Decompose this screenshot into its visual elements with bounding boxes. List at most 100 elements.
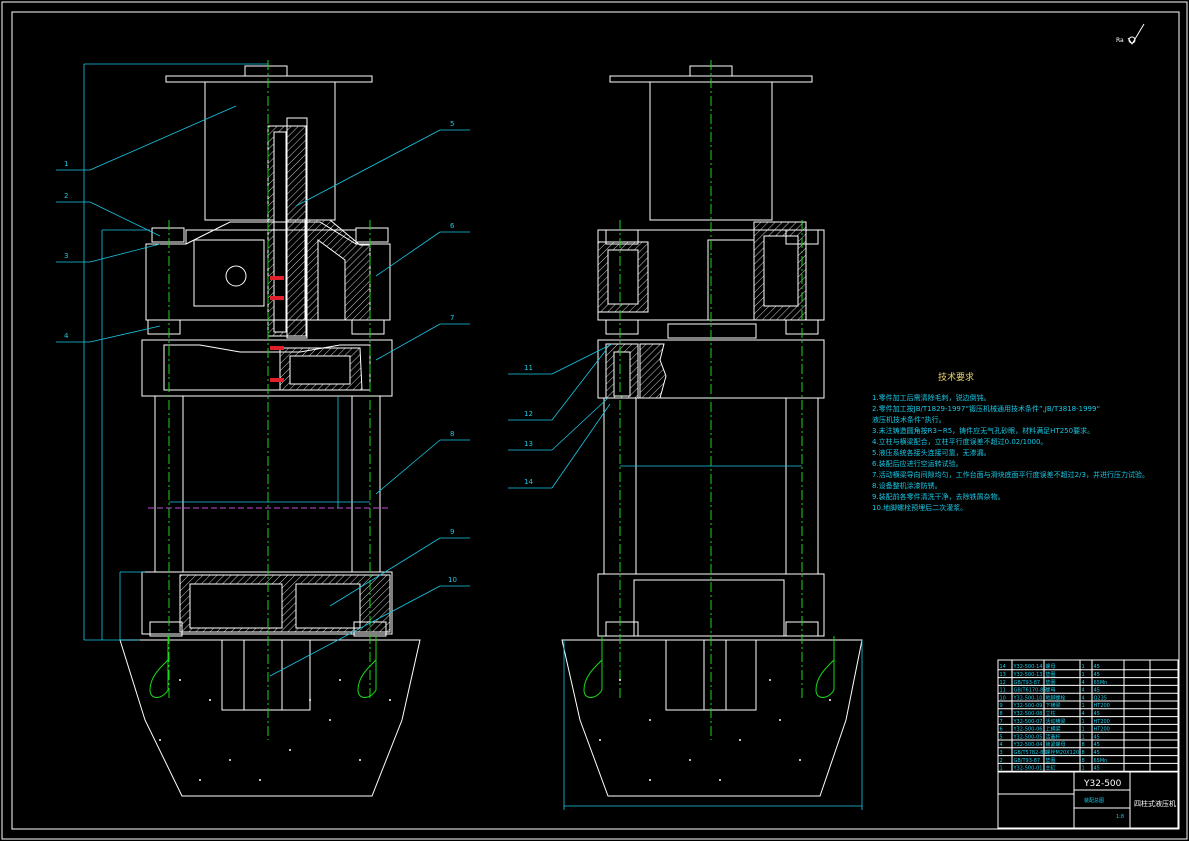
- bom-cell: 8: [1082, 758, 1085, 764]
- mid-callout-numbers: 11 12 13 14: [524, 364, 533, 486]
- tech-req-line: 8.设备整机涂漆防锈。: [872, 481, 942, 490]
- bom-cell: 9: [1000, 703, 1003, 709]
- sheet-frame: [11, 11, 1180, 830]
- bom-cell: 45: [1094, 742, 1100, 748]
- bom-cell: 4: [1000, 742, 1003, 748]
- bom-cell: 7: [1000, 719, 1003, 725]
- bom-cell: 地脚螺栓: [1046, 694, 1066, 701]
- bom-cell: 上横梁: [1046, 726, 1061, 733]
- bom-cell: 下横梁: [1046, 702, 1061, 709]
- bom-cell: 10: [1000, 695, 1006, 701]
- bom-cell: 1: [1000, 766, 1003, 772]
- bom-cell: 8: [1000, 711, 1003, 717]
- callout-2: 2: [64, 192, 68, 200]
- bom-cell: HT200: [1094, 719, 1110, 725]
- bom-cell: 活塞杆: [1046, 733, 1061, 740]
- bom-cell: 8: [1082, 750, 1085, 756]
- bom-cell: Y32-500-04: [1013, 742, 1043, 748]
- bom-cell: 13: [1000, 672, 1006, 678]
- bom-cell: 主缸: [1046, 765, 1056, 772]
- callout-4: 4: [64, 332, 69, 340]
- tech-req-line: 6.装配后应进行空运转试验。: [872, 459, 963, 468]
- callout-3: 3: [64, 252, 68, 260]
- bom-cell: 45: [1094, 672, 1100, 678]
- tech-req-line: 4.立柱与横梁配合，立柱平行度误差不超过0.02/1000。: [872, 437, 1047, 446]
- roughness-symbol: Ra: [1116, 23, 1145, 45]
- bom-cell: 4: [1082, 680, 1085, 686]
- tech-req-line: 7.活动横梁导向间隙均匀，工作台面与滑块底面平行度误差不超过2/3，并进行压力试…: [872, 470, 1149, 479]
- bom-cell: 4: [1082, 695, 1085, 701]
- bom-cell: 垫圈: [1046, 671, 1056, 678]
- bom-cell: Y32-500-07: [1013, 719, 1043, 725]
- bom-cell: Y32-500-09: [1013, 703, 1043, 709]
- bom-cell: 4: [1082, 688, 1085, 694]
- callout-6: 6: [450, 222, 455, 230]
- callout-14: 14: [524, 478, 533, 486]
- bom-cell: Y32-500-05: [1013, 734, 1043, 740]
- tech-req-title: 技术要求: [938, 371, 974, 383]
- bom-cell: 螺母: [1046, 687, 1056, 694]
- bom-cell: GB/T6170-86: [1014, 688, 1047, 694]
- bom-cell: 1: [1082, 766, 1085, 772]
- bom-cell: 11: [1000, 688, 1006, 694]
- bom-cell: 45: [1094, 664, 1100, 670]
- bom-cell: GB/T5782-86: [1014, 750, 1047, 756]
- bom-cell: Y32-500-08: [1013, 711, 1043, 717]
- bom-cell: 1: [1082, 719, 1085, 725]
- tech-req-line: 3.未注铸造圆角按R3~R5，铸件应无气孔砂眼，材料满足HT250要求。: [872, 426, 1094, 435]
- tech-req-line: 液压机技术条件”执行。: [872, 415, 946, 424]
- bom-cell: 65Mn: [1094, 680, 1108, 686]
- bom-cell: 锁紧螺母: [1046, 741, 1066, 748]
- bom-cell: 14: [1000, 664, 1006, 670]
- bom-cell: Y32-500-06: [1013, 727, 1043, 733]
- bom-cell: Y32-500-13: [1013, 672, 1043, 678]
- bom-cell: 1: [1082, 734, 1085, 740]
- callout-11: 11: [524, 364, 533, 372]
- left-callout-leaders: [56, 105, 470, 677]
- callout-7: 7: [450, 314, 454, 322]
- bom-cell: 5: [1000, 734, 1003, 740]
- bom-cell: 1: [1082, 703, 1085, 709]
- bom-cell: 立柱: [1046, 710, 1056, 717]
- bom-cell: 45: [1094, 688, 1100, 694]
- callout-9: 9: [450, 528, 454, 536]
- mid-callout-leaders: [508, 343, 613, 489]
- bom-cell: 4: [1082, 711, 1085, 717]
- bom-cell: Y32-500-10: [1013, 695, 1043, 701]
- bom-cell: 12: [1000, 680, 1006, 686]
- bom-cell: 45: [1094, 766, 1100, 772]
- callout-1: 1: [64, 160, 68, 168]
- bom-cell: 螺栓M20X120: [1046, 749, 1080, 756]
- bom-cell: Y32-500-01: [1013, 766, 1043, 772]
- callout-8: 8: [450, 430, 454, 438]
- callout-12: 12: [524, 410, 533, 418]
- drawing-subtitle: 四柱式液压机: [1134, 799, 1176, 808]
- bom-cell: 45: [1094, 750, 1100, 756]
- bom-cell: 45: [1094, 734, 1100, 740]
- bom-cell: 65Mn: [1094, 758, 1108, 764]
- bom-cell: GB/T93-87: [1014, 680, 1041, 686]
- bom-cell: 2: [1000, 758, 1003, 764]
- svg-text:Ra: Ra: [1116, 37, 1124, 44]
- bom-cell: HT200: [1094, 703, 1110, 709]
- bom-cell: 1: [1082, 727, 1085, 733]
- bom-cell: 8: [1082, 742, 1085, 748]
- model-number: Y32-500: [1083, 779, 1122, 789]
- front-view-left: [83, 60, 421, 797]
- bom-cell: 活动横梁: [1046, 718, 1066, 725]
- callout-13: 13: [524, 440, 533, 448]
- bom-cell: 45: [1094, 711, 1100, 717]
- bom-cell: HT200: [1094, 727, 1110, 733]
- bom-cell: 螺母: [1046, 663, 1056, 670]
- bom-cell: 3: [1000, 750, 1003, 756]
- tech-req-line: 1.零件加工后需清除毛刺，锐边倒钝。: [872, 393, 991, 402]
- bom-cell: 垫圈: [1046, 679, 1056, 686]
- bom-cell: GB/T93-87: [1014, 758, 1041, 764]
- bom-cell: 垫圈: [1046, 757, 1056, 764]
- bom-cell: Q235: [1094, 695, 1107, 701]
- scale-value: 1:8: [1116, 814, 1124, 820]
- bom-cell: Y32-500-14: [1013, 664, 1043, 670]
